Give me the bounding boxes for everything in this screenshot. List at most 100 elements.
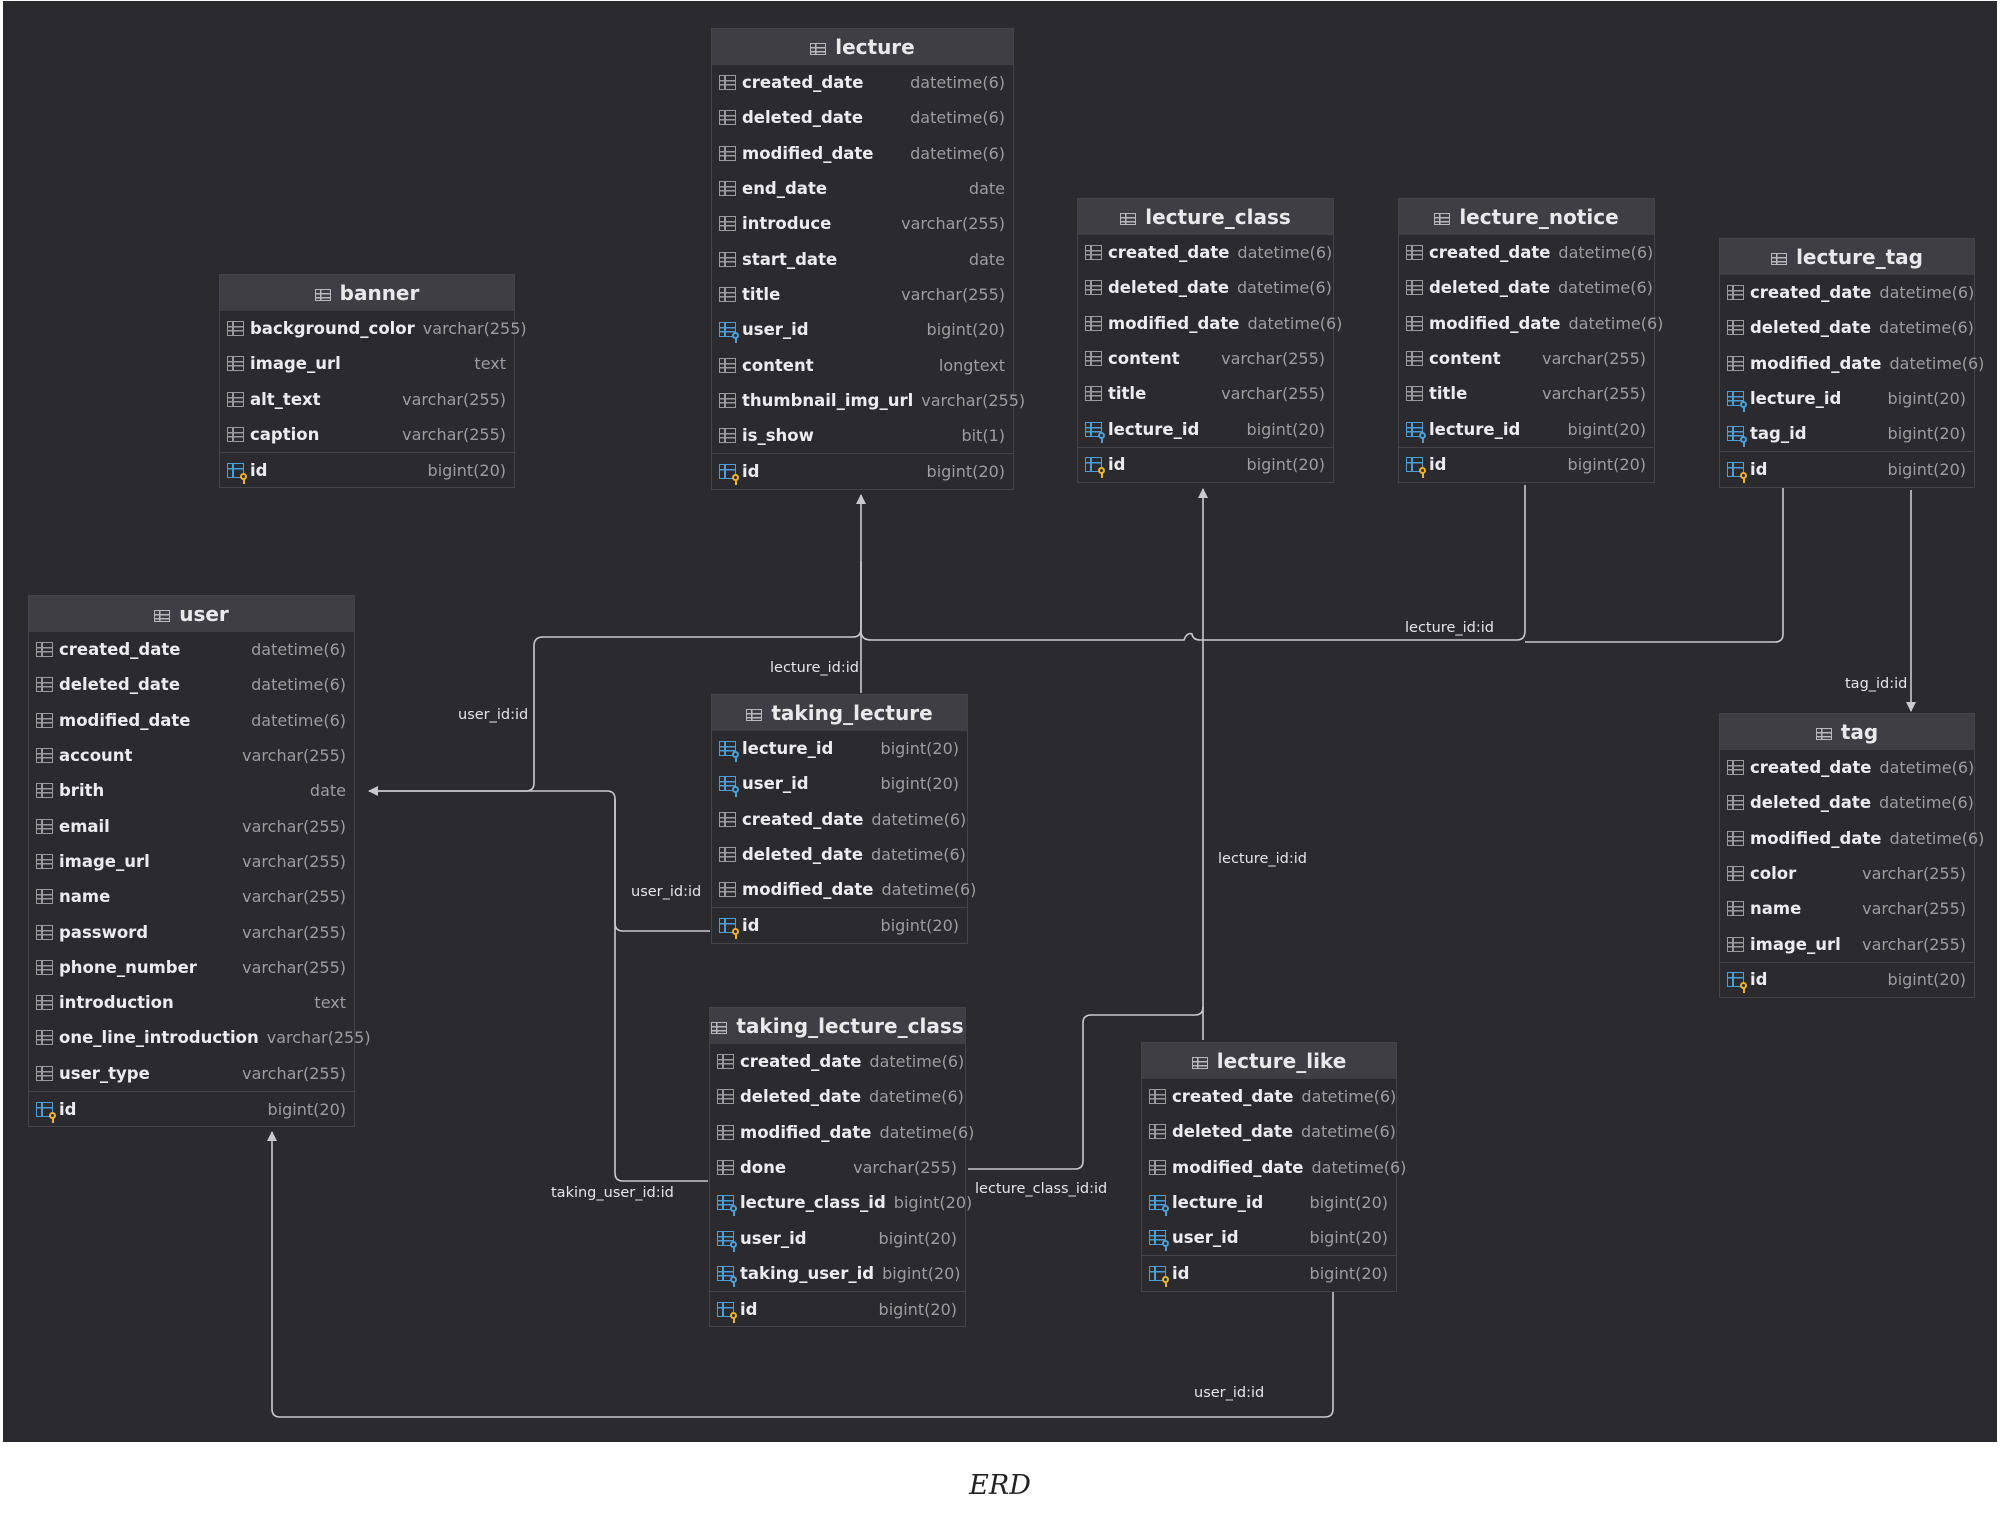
table-header[interactable]: taking_lecture_class — [710, 1008, 965, 1044]
table-header[interactable]: lecture_like — [1142, 1043, 1396, 1079]
table-header[interactable]: lecture_class — [1078, 199, 1333, 235]
table-header[interactable]: lecture_notice — [1399, 199, 1654, 235]
table-header[interactable]: banner — [220, 275, 514, 311]
table-header[interactable]: tag — [1720, 714, 1974, 750]
table-header[interactable]: lecture — [712, 29, 1013, 65]
table-header[interactable]: taking_lecture — [712, 695, 967, 731]
table-header[interactable]: user — [29, 596, 354, 632]
table-header[interactable]: lecture_tag — [1720, 239, 1974, 275]
column-icon — [1727, 866, 1744, 882]
column-type: bit(1) — [961, 426, 1005, 446]
